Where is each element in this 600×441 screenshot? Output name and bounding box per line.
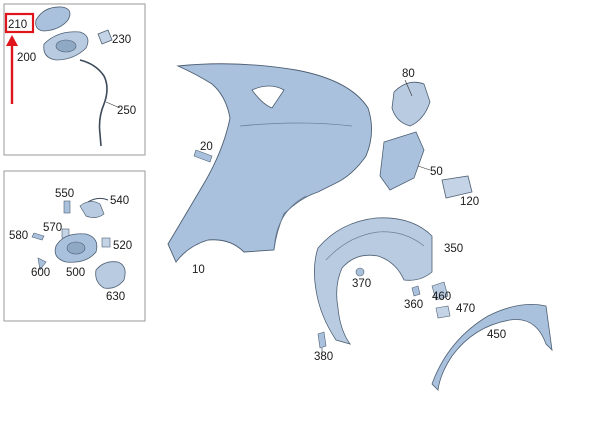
part-630-flap-lid[interactable] <box>95 261 126 289</box>
part-50-reinforcement[interactable] <box>379 131 425 191</box>
part-600-bracket[interactable] <box>37 257 47 271</box>
liner-rib <box>325 231 425 261</box>
part-580-screw[interactable] <box>31 232 45 241</box>
label-120: 120 <box>460 196 479 208</box>
part-460-bracket[interactable] <box>431 281 449 301</box>
label-50: 50 <box>430 166 443 178</box>
part-20-clip[interactable] <box>193 149 213 163</box>
label-520: 520 <box>113 240 132 252</box>
label-470: 470 <box>456 303 475 315</box>
label-460: 460 <box>432 291 451 303</box>
label-600: 600 <box>31 267 50 279</box>
part-470-clip[interactable] <box>435 305 451 319</box>
leader-50 <box>417 165 431 171</box>
part-80-bracket[interactable] <box>391 81 431 127</box>
label-360: 360 <box>404 299 423 311</box>
label-20: 20 <box>200 141 213 153</box>
part-370-clip[interactable] <box>355 267 365 277</box>
part-540-wire <box>87 197 109 203</box>
label-580: 580 <box>9 230 28 242</box>
part-230-clip[interactable] <box>97 29 113 45</box>
part-250-cable[interactable] <box>79 59 108 147</box>
inset-fuel-door: 210 200 230 250 <box>3 3 146 156</box>
main-assembly: 80 20 50 120 10 350 370 360 460 470 450 … <box>167 63 553 391</box>
filler-opening <box>55 39 77 53</box>
label-500: 500 <box>66 267 85 279</box>
label-10: 10 <box>192 264 205 276</box>
inset-frame <box>3 170 146 322</box>
label-450: 450 <box>487 329 506 341</box>
label-210: 210 <box>8 19 27 31</box>
label-370: 370 <box>352 278 371 290</box>
part-210-fuel-flap[interactable] <box>35 6 71 32</box>
panel-wheel-edge <box>273 195 307 251</box>
panel-crease <box>239 122 353 127</box>
label-250: 250 <box>117 105 136 117</box>
window-cutout <box>251 85 285 109</box>
part-550-pin[interactable] <box>63 200 71 214</box>
label-350: 350 <box>444 243 463 255</box>
selected-part-highlight <box>4 12 35 34</box>
label-230: 230 <box>112 34 131 46</box>
label-80: 80 <box>402 68 415 80</box>
label-380: 380 <box>314 351 333 363</box>
label-630: 630 <box>106 291 125 303</box>
inset-frame <box>3 3 146 156</box>
part-350-wheel-liner[interactable] <box>314 217 433 345</box>
label-200: 200 <box>17 52 36 64</box>
part-520-clip[interactable] <box>101 237 111 248</box>
part-540-actuator[interactable] <box>79 201 105 218</box>
inset-charge-flap: 550 540 570 580 520 600 500 630 <box>3 170 146 322</box>
part-360-fastener[interactable] <box>411 285 421 297</box>
label-540: 540 <box>110 195 129 207</box>
part-120-plate[interactable] <box>441 175 473 199</box>
part-450-arch-trim[interactable] <box>431 303 553 391</box>
housing-opening <box>66 241 86 255</box>
highlight-arrow-head <box>6 35 18 46</box>
label-570: 570 <box>43 222 62 234</box>
leader-80 <box>404 79 413 97</box>
part-380-screw[interactable] <box>317 331 327 349</box>
leader-250 <box>105 101 121 109</box>
label-550: 550 <box>55 188 74 200</box>
